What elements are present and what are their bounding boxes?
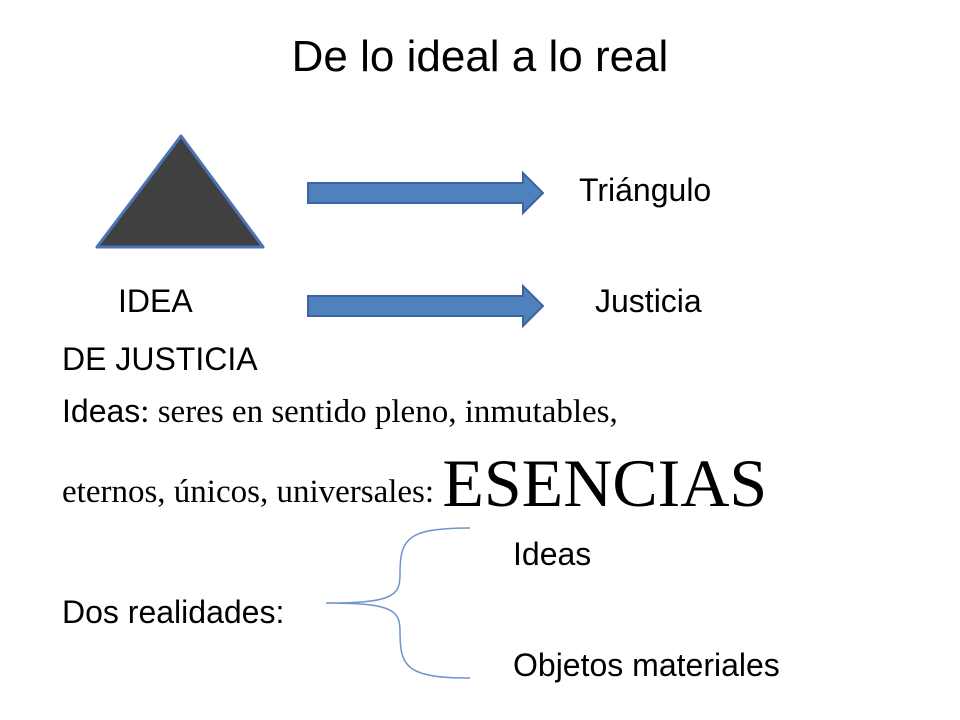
essence-line: eternos, únicos, universales: ESENCIAS bbox=[62, 440, 768, 521]
reality-item-material-objects: Objetos materiales bbox=[513, 647, 780, 683]
arrow-to-justicia bbox=[307, 283, 545, 329]
ideas-definition-text: : seres en sentido pleno, inmutables, bbox=[140, 394, 618, 430]
reality-item-ideas: Ideas bbox=[513, 536, 592, 572]
arrow-to-triangulo bbox=[307, 170, 545, 216]
essence-line-text: eternos, únicos, universales: bbox=[62, 474, 443, 510]
two-realities-label: Dos realidades: bbox=[62, 594, 285, 630]
justicia-label: Justicia bbox=[595, 283, 702, 319]
ideas-definition-line: Ideas: seres en sentido pleno, inmutable… bbox=[62, 393, 618, 431]
triangle-label: Triángulo bbox=[579, 172, 712, 208]
ideas-lead-word: Ideas bbox=[62, 393, 141, 429]
idea-label: IDEA bbox=[118, 283, 193, 319]
essence-emphasis: ESENCIAS bbox=[442, 445, 768, 521]
curly-brace bbox=[325, 527, 471, 679]
idea-of-justice-label: DE JUSTICIA bbox=[62, 341, 258, 377]
triangle-shape bbox=[95, 134, 265, 249]
slide-title: De lo ideal a lo real bbox=[291, 32, 669, 81]
